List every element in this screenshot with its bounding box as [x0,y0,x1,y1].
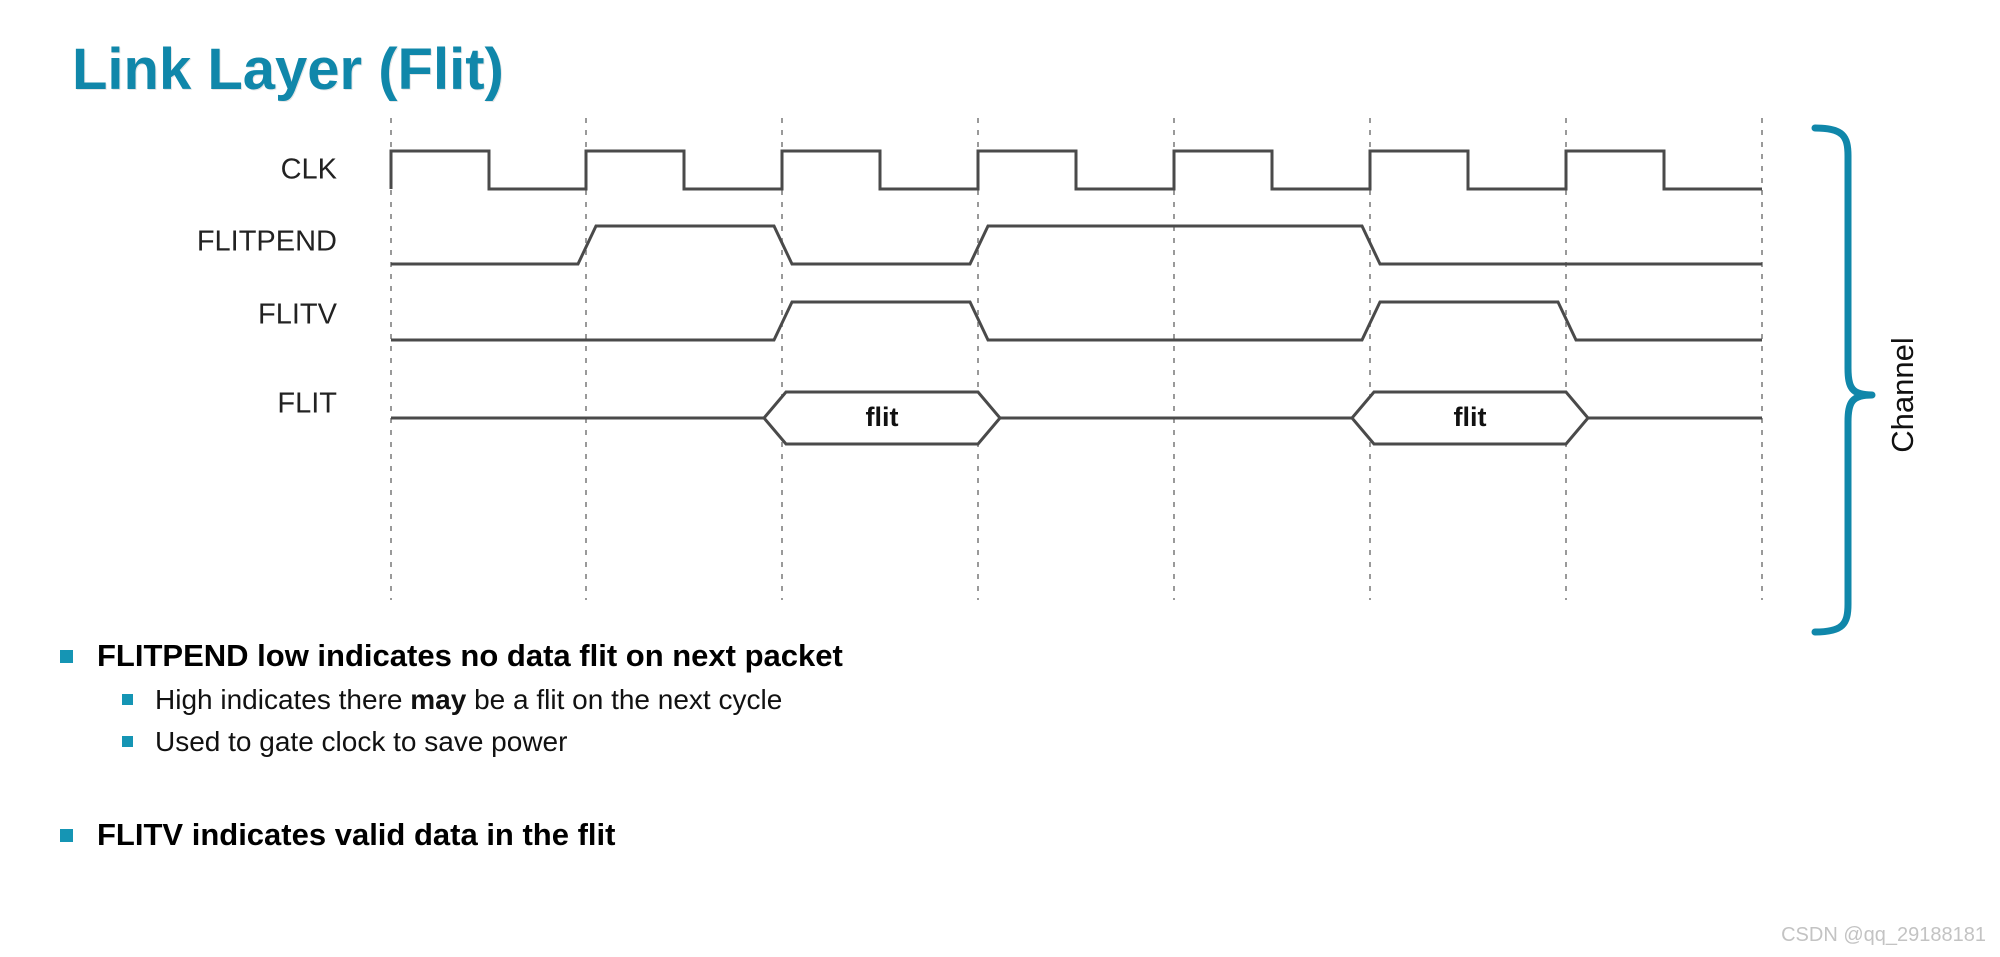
bullet-list: FLITPEND low indicates no data flit on n… [60,636,1560,861]
waveform-flitpend [391,224,1762,266]
bullet-text: FLITPEND low indicates no data flit on n… [97,638,843,673]
signal-label-flit: FLIT [277,388,337,420]
channel-group-label: Channel [1885,337,1920,452]
bullet-flitv-valid: FLITV indicates valid data in the flit [60,815,1560,855]
channel-brace [1811,124,1876,636]
flit-bus-cell-0 [762,390,1002,446]
bullet-flitpend-low: FLITPEND low indicates no data flit on n… [60,636,1560,676]
bullet-marker-icon [60,650,73,663]
gridlines [390,118,1763,600]
bullet-text: Used to gate clock to save power [155,725,568,757]
signal-label-flitv: FLITV [258,299,338,331]
bullet-text: High indicates there may be a flit on th… [155,683,783,715]
flit-bus-cell-1 [1350,390,1590,446]
bullet-spacer [60,765,1560,815]
flit-timing-waveform: CLK FLITPEND FLITV FLIT flit flit Channe… [0,100,2000,640]
csdn-watermark: CSDN @qq_29188181 [1781,924,1986,946]
waveform-clk [389,149,1762,191]
flit-bus-label-0: flit [866,402,899,432]
waveform-flit-bus: flit flit [391,390,1762,446]
bullet-text: FLITV indicates valid data in the flit [97,817,616,853]
page-title: Link Layer (Flit) [72,37,504,102]
bullet-high-may-flit: High indicates there may be a flit on th… [122,682,1560,718]
signal-label-flitpend: FLITPEND [197,226,337,258]
flit-bus-label-1: flit [1454,402,1487,432]
bullet-marker-icon [122,693,133,705]
signal-label-clk: CLK [281,154,338,186]
bullet-gate-clock: Used to gate clock to save power [122,724,1560,760]
bullet-marker-icon [122,735,133,747]
waveform-flitv [391,300,1762,342]
waveform-canvas: CLK FLITPEND FLITV FLIT flit flit Channe… [197,118,1920,636]
bullet-marker-icon [60,829,73,843]
